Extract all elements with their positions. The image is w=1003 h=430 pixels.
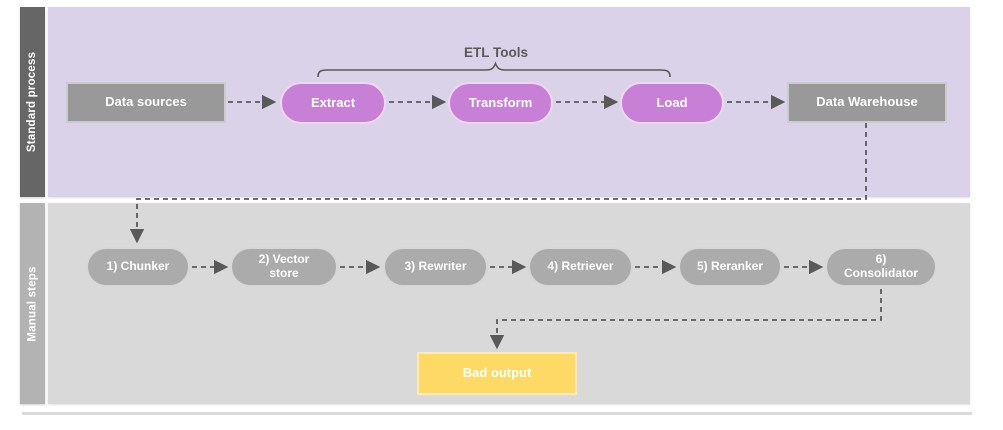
etl-tools-brace <box>317 61 671 78</box>
etl-tools-label: ETL Tools <box>464 45 528 60</box>
node-chunker: 1) Chunker <box>86 247 190 287</box>
node-data-sources: Data sources <box>66 82 226 123</box>
node-vector-store: 2) Vector store <box>230 247 338 287</box>
node-transform: Transform <box>448 82 553 124</box>
arrow-data-warehouse-to-chunker <box>129 123 867 244</box>
node-load: Load <box>620 82 724 124</box>
lane-label-manual-steps: Manual steps <box>20 203 45 404</box>
node-reranker: 5) Reranker <box>678 247 782 287</box>
node-data-warehouse: Data Warehouse <box>787 82 947 123</box>
node-consolidator: 6) Consolidator <box>825 247 937 287</box>
arrow-consolidator-to-bad-output <box>489 289 882 350</box>
lane-label-standard-process: Standard process <box>20 7 45 197</box>
node-rewriter: 3) Rewriter <box>383 247 488 287</box>
node-extract: Extract <box>280 82 386 124</box>
node-retriever: 4) Retriever <box>528 247 633 287</box>
node-bad-output: Bad output <box>417 352 577 395</box>
bottom-divider <box>22 412 972 415</box>
